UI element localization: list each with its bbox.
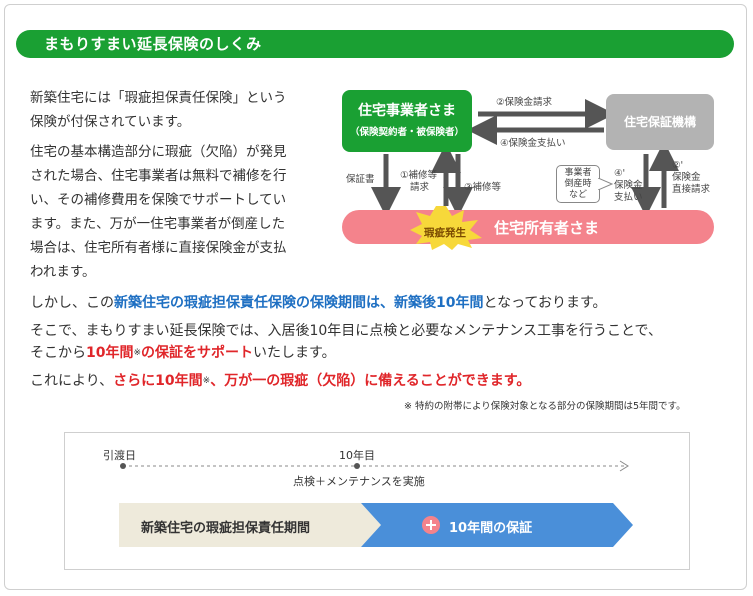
repair-request-line: 請求 [410,182,430,193]
direct-claim-line: 直接請求 [672,184,711,195]
highlight-red: の保証をサポート [141,345,254,361]
intro-paragraph-1: 新築住宅には「瑕疵担保責任保険」という 保険が付保されています。 [30,86,320,134]
insurance-flow-diagram: 住宅事業者さま （保険契約者・被保険者） 住宅保証機構 ②保険金請求 ④保険金支… [338,86,722,266]
highlight-blue: 新築住宅の瑕疵担保責任保険の保険期間は、新築後10年間 [114,295,484,311]
highlight-red: 、万が一の瑕疵（欠陥）に備えることができます。 [210,373,531,389]
highlight-red: さらに10年間 [113,373,203,389]
payment-label: ④保険金支払い [500,138,566,149]
intro-line: 場合は、住宅所有者様に直接保険金が支払 [30,240,287,256]
footnote: ※ 特約の附帯により保険対象となる部分の保険期間は5年間です。 [404,401,686,412]
explanation-line-2: そこで、まもりすまい延長保険では、入居後10年目に点検と必要なメンテナンス工事を… [30,320,662,342]
highlight-red: 10年間 [86,345,134,361]
timeline-box: 引渡日 10年目 点検＋メンテナンスを実施 新築住宅の瑕疵担保責任期間 10年間… [64,432,690,570]
intro-line: された場合、住宅事業者は無料で補修を行 [30,168,287,184]
direct-claim-line: ②' [672,160,684,171]
period-right-band [361,503,633,547]
certificate-label: 保証書 [346,174,375,185]
direct-payment-label: ④' 保険金 支払い [614,168,643,204]
insurer-box: 住宅保証機構 [606,94,714,150]
explanation-line-3: そこから10年間※の保証をサポートいたします。 [30,342,662,364]
intro-text: 新築住宅には「瑕疵担保責任保険」という 保険が付保されています。 住宅の基本構造… [30,86,320,290]
business-subtitle: （保険契約者・被保険者） [349,127,464,138]
owner-label: 住宅所有者さま [494,219,600,237]
intro-paragraph-2: 住宅の基本構造部分に瑕疵（欠陥）が発見 された場合、住宅事業者は無料で補修を行 … [30,140,320,284]
period-right-label: 10年間の保証 [449,521,533,536]
text-span: となっております。 [483,295,607,311]
business-title: 住宅事業者さま [358,103,456,119]
period-left-band [119,503,381,547]
timeline-start-label: 引渡日 [103,449,136,462]
timeline-inspection-label: 点検＋メンテナンスを実施 [293,475,425,488]
defect-burst-label: 瑕疵発生 [424,227,466,239]
intro-line: われます。 [30,264,96,280]
callout-pointer [598,178,614,190]
direct-payment-line: 支払い [614,192,643,203]
intro-line: ます。また、万が一住宅事業者が倒産した [30,216,286,232]
business-box: 住宅事業者さま （保険契約者・被保険者） [342,90,472,152]
repair-label: ③補修等 [464,182,502,193]
text-span: いたします。 [253,345,336,361]
section-title-bar: まもりすまい延長保険のしくみ [16,30,734,58]
bankrupt-line: など [568,190,587,200]
repair-request-line: ①補修等 [400,170,438,181]
direct-payment-line: ④' [614,168,626,179]
direct-payment-line: 保険金 [614,180,643,191]
diagram-arrows [371,99,679,217]
explanation-line-1: しかし、この新築住宅の瑕疵担保責任保険の保険期間は、新築後10年間となっておりま… [30,292,662,314]
footnote-mark: ※ [133,348,142,358]
bankrupt-line: 事業者 [564,168,592,178]
timeline-graphic [119,460,633,547]
bankruptcy-callout: 事業者 倒産時 など [556,165,600,203]
timeline-year10-label: 10年目 [339,449,375,462]
section-title: まもりすまい延長保険のしくみ [44,35,262,53]
text-span: これにより、 [30,373,114,389]
intro-line: 住宅の基本構造部分に瑕疵（欠陥）が発見 [30,144,287,160]
claim-label: ②保険金請求 [496,97,553,108]
timeline-year10-dot [354,463,360,469]
timeline-start-dot [120,463,126,469]
owner-bar: 住宅所有者さま [342,210,714,244]
text-span: そこで、まもりすまい延長保険では、入居後10年目に点検と必要なメンテナンス工事を… [30,323,662,339]
timeline-arrowhead [619,460,629,472]
repair-request-label: ①補修等 請求 [400,170,437,194]
defect-burst-icon [410,206,482,250]
content-frame [4,4,747,590]
intro-line: 新築住宅には「瑕疵担保責任保険」という [30,90,287,106]
direct-claim-label: ②' 保険金 直接請求 [672,160,710,196]
intro-line: 保険が付保されています。 [30,114,191,130]
intro-line: い、その補修費用を保険でサポートしてい [30,192,287,208]
insurer-title: 住宅保証機構 [623,115,696,129]
text-span: しかし、この [30,295,114,311]
explanation-text: しかし、この新築住宅の瑕疵担保責任保険の保険期間は、新築後10年間となっておりま… [30,292,662,398]
direct-claim-line: 保険金 [672,172,701,183]
period-left-label: 新築住宅の瑕疵担保責任期間 [141,521,311,536]
text-span: そこから [30,345,86,361]
bankrupt-line: 倒産時 [564,179,592,189]
explanation-line-4: これにより、さらに10年間※、万が一の瑕疵（欠陥）に備えることができます。 [30,370,662,392]
footnote-mark: ※ [202,376,211,386]
